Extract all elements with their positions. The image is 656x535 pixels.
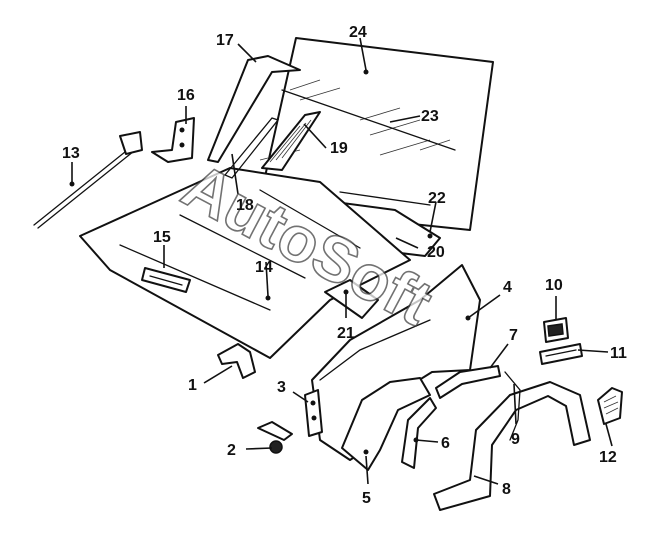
inner-fender-liner (341, 377, 431, 471)
fender-apron (324, 279, 379, 319)
fender-bracket (304, 389, 323, 437)
windshield-seal (281, 89, 456, 151)
mount-clip (257, 421, 293, 454)
wheel-arch-molding (433, 381, 591, 511)
mount-bracket (217, 343, 256, 379)
fender-badge (539, 343, 583, 365)
callout-19: 19 (330, 140, 348, 157)
fender-flare-top (435, 365, 501, 399)
hood-hinge (151, 117, 195, 163)
callout-14: 14 (255, 259, 273, 276)
side-repeater-lens (597, 387, 623, 425)
callout-8: 8 (502, 481, 511, 498)
leader-dots (69, 69, 471, 455)
callout-15: 15 (153, 229, 171, 246)
callout-6: 6 (441, 435, 450, 452)
callout-21: 21 (337, 325, 355, 342)
callout-18: 18 (236, 197, 254, 214)
fender-clip (543, 317, 569, 343)
callout-11: 11 (610, 345, 627, 362)
leader-lines (71, 37, 613, 485)
callout-12: 12 (599, 449, 617, 466)
hood-prop-rod (33, 131, 143, 229)
hood-emblem (141, 267, 191, 293)
wiper-arm (223, 117, 280, 179)
wheel-arch-liner (504, 371, 521, 441)
hood-panel (79, 167, 411, 359)
callout-20: 20 (427, 244, 445, 261)
front-fender (311, 264, 481, 461)
callout-10: 10 (545, 277, 563, 294)
wheel-arch-extension (401, 397, 437, 469)
callout-23: 23 (421, 108, 439, 125)
callout-labels: 1 2 3 4 5 6 7 8 9 10 11 12 13 14 15 16 1… (62, 24, 627, 507)
callout-7: 7 (509, 327, 518, 344)
callout-24: 24 (349, 24, 367, 41)
side-molding (207, 55, 301, 163)
callout-9: 9 (511, 431, 520, 448)
callout-3: 3 (277, 379, 286, 396)
callout-2: 2 (227, 442, 236, 459)
callout-13: 13 (62, 145, 80, 162)
callout-22: 22 (428, 190, 446, 207)
callout-16: 16 (177, 87, 195, 104)
callout-17: 17 (216, 32, 234, 49)
callout-4: 4 (503, 279, 512, 296)
callout-1: 1 (188, 377, 197, 394)
callout-5: 5 (362, 490, 371, 507)
